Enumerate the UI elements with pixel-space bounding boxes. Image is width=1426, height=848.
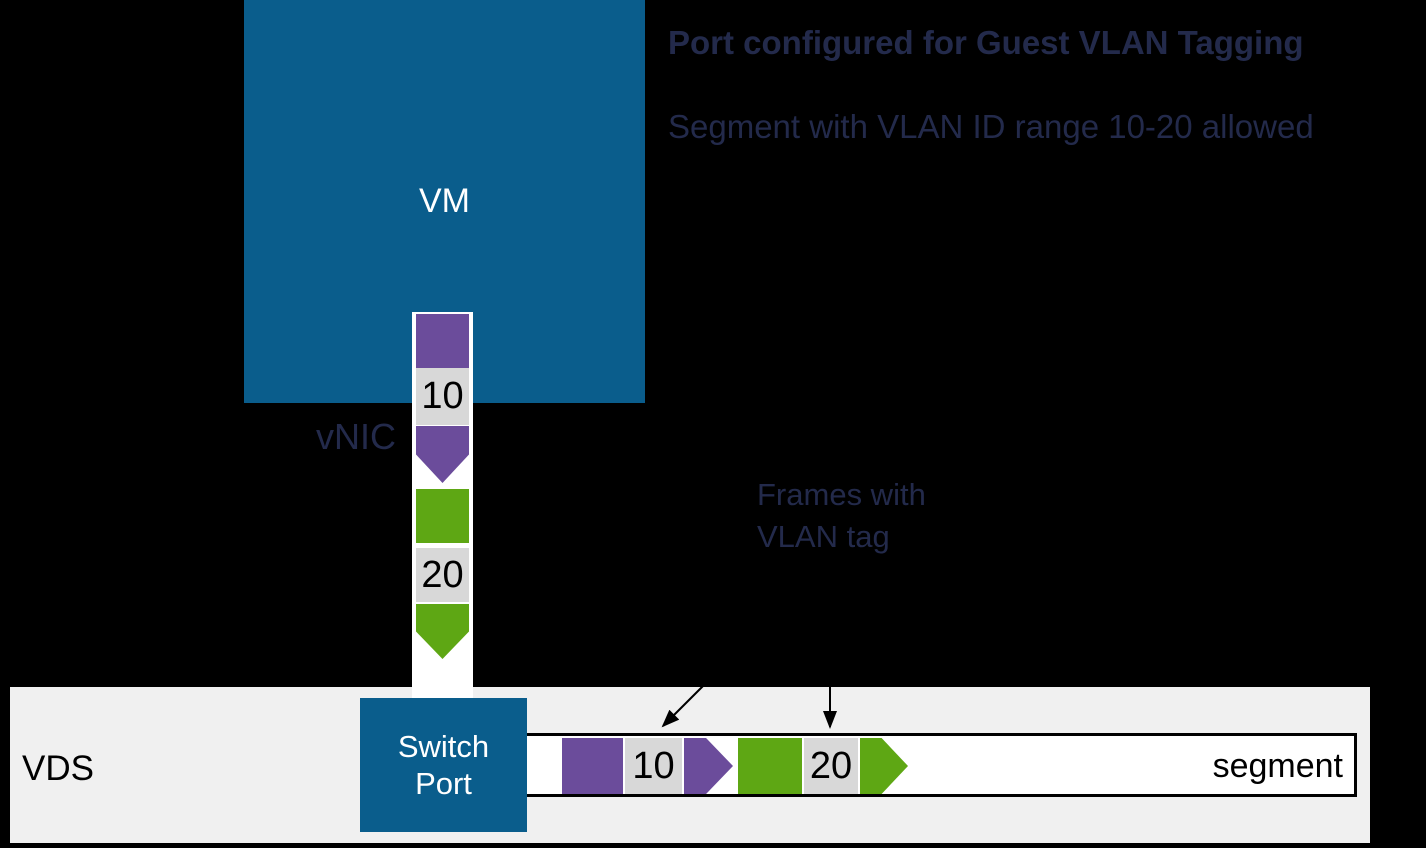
note-line1: Frames with: [757, 477, 926, 512]
segment-frame-vlan10-body: [562, 738, 623, 794]
diagram-subtitle: Segment with VLAN ID range 10-20 allowed: [668, 108, 1314, 145]
vnic-frame-vlan20-arrowhead-icon: [416, 604, 469, 659]
vm-label: VM: [419, 182, 470, 220]
segment-frame-vlan20-body: [738, 738, 802, 794]
vnic-label: vNIC: [316, 416, 396, 457]
switch-port-label-line1: Switch: [397, 729, 490, 764]
frames-with-vlan-tag-note: Frames with VLAN tag: [757, 474, 926, 558]
note-line2: VLAN tag: [757, 519, 890, 554]
vnic-frame-vlan10-body: [416, 314, 469, 368]
vds-label: VDS: [22, 749, 94, 788]
vnic-channel: 10 20: [412, 312, 473, 698]
vnic-frame-vlan10-arrowhead-icon: [416, 426, 469, 483]
segment-frame-vlan20-tag: 20: [804, 738, 858, 794]
switch-port-box: Switch Port: [360, 698, 527, 832]
segment-frame-vlan10-tag: 10: [625, 738, 682, 794]
vnic-frame-vlan10-tag: 10: [416, 368, 469, 425]
diagram-title: Port configured for Guest VLAN Tagging: [668, 24, 1304, 61]
switch-port-label-line2: Port: [415, 766, 472, 801]
vnic-frame-vlan20-tag: 20: [416, 548, 469, 602]
segment-label: segment: [1212, 747, 1343, 785]
vnic-frame-vlan20-body: [416, 489, 469, 543]
